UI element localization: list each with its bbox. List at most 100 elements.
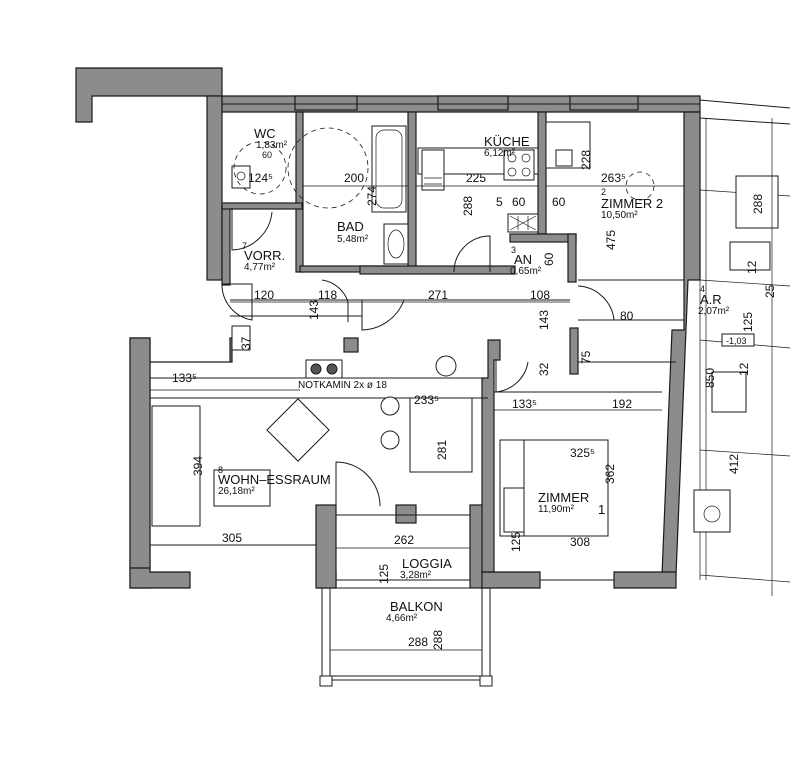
dim-flur-d: 108 xyxy=(530,288,550,302)
dim-flur-e: 143 xyxy=(537,310,551,330)
coffee-table-icon xyxy=(266,398,330,462)
dim-vorr-a: 143 xyxy=(307,300,321,320)
room-zimmer2-label: ZIMMER 2 xyxy=(601,196,663,211)
dim-zimmer2-side: 228 xyxy=(579,150,593,170)
dim-loggia-a: 262 xyxy=(394,533,414,547)
wall-wc-vorr xyxy=(221,202,303,210)
room-labels: WC 1,83m² KÜCHE 6,12m² 2 ZIMMER 2 10,50m… xyxy=(218,126,755,624)
dim-kueche-a: 5 xyxy=(496,195,503,209)
room-ar-label: A.R xyxy=(700,292,722,307)
wall-loggia-center xyxy=(395,504,417,524)
dim-wc-width: 124⁵ xyxy=(248,171,273,185)
room-zimmer1-area: 11,90m² xyxy=(538,504,575,515)
wall-an-zimmer2 xyxy=(509,233,577,243)
wall-top-seg1 xyxy=(294,95,358,111)
wall-wohn-bottom-right-2 xyxy=(315,504,337,589)
dim-kueche-b: 60 xyxy=(512,195,526,209)
wall-left-upper xyxy=(206,95,223,281)
wall-kamin xyxy=(343,337,359,353)
bathtub-icon xyxy=(371,125,407,213)
dim-kueche-width: 225 xyxy=(466,171,486,185)
dining-table-icon xyxy=(409,397,473,473)
dim-vorr-b: 37 xyxy=(239,336,253,350)
room-vorr-number: 7 xyxy=(242,241,247,251)
dim-loggia-b: 125 xyxy=(377,564,391,584)
room-wohn-number: 8 xyxy=(218,465,223,475)
room-wc-area: 1,83m² xyxy=(256,140,288,151)
room-wohn-area: 26,18m² xyxy=(218,486,255,497)
wall-bad-kueche xyxy=(407,111,417,273)
fixtures xyxy=(151,121,655,537)
room-loggia-area: 3,28m² xyxy=(400,570,432,581)
dim-z1-f: 308 xyxy=(570,535,590,549)
wc-door-swing-icon xyxy=(233,141,287,195)
dim-z1-c: 192 xyxy=(612,397,632,411)
dim-wohn-d: 281 xyxy=(435,440,449,460)
dim-kueche-c: 60 xyxy=(552,195,566,209)
wall-top-seg3 xyxy=(569,95,639,111)
dim-bad-width: 200 xyxy=(344,171,364,185)
wall-wc-bad xyxy=(295,111,304,273)
dim-ar-b: 12 xyxy=(745,260,759,274)
room-zimmer2-number: 2 xyxy=(601,187,606,197)
wall-left-lower xyxy=(129,337,151,589)
wall-vorr-left xyxy=(221,206,231,286)
wall-kueche-zimmer2 xyxy=(537,111,547,235)
dim-z1-g: 125 xyxy=(509,532,523,552)
room-an-label: AN xyxy=(514,252,532,267)
dim-kueche-height: 288 xyxy=(461,196,475,216)
dim-zimmer2-width: 263⁵ xyxy=(601,171,626,185)
dim-balkon-b: 288 xyxy=(431,630,445,650)
notkamin-label: NOTKAMIN 2x ø 18 xyxy=(298,380,387,391)
dim-ar-c: 25 xyxy=(763,284,777,298)
balcony xyxy=(319,587,493,687)
wohn-door-swing-icon xyxy=(335,461,381,507)
dim-flur-c: 271 xyxy=(428,288,448,302)
dim-flur-a: 120 xyxy=(254,288,274,302)
wc-toilet-icon xyxy=(231,165,251,189)
dimensions: 124⁵ 60 200 274 225 288 5 60 60 263⁵ 475… xyxy=(172,150,777,650)
room-zimmer1-label: ZIMMER xyxy=(538,490,589,505)
room-zimmer2-area: 10,50m² xyxy=(601,210,638,221)
dim-z1-e: 362 xyxy=(603,464,617,484)
level-marker: -1,03 xyxy=(726,336,747,346)
entry-door-icon xyxy=(221,283,253,321)
room-ar-area: 2,07m² xyxy=(698,306,730,317)
dim-wohn-c: 394 xyxy=(191,456,205,476)
dim-zimmer2-height: 475 xyxy=(604,230,618,250)
dim-an-side: 60 xyxy=(542,252,556,266)
dimension-lines xyxy=(150,185,684,651)
dim-wohn-b: 233⁵ xyxy=(414,393,439,407)
dim-bad-height: 274 xyxy=(365,186,379,206)
dim-wohn-a: 133⁵ xyxy=(172,371,197,385)
wall-flur-top xyxy=(359,265,516,275)
dim-right-c: 12 xyxy=(737,362,751,376)
dim-z1-a: 32 xyxy=(537,362,551,376)
wall-an-right xyxy=(567,233,577,283)
window-lines xyxy=(150,99,791,581)
room-loggia-label: LOGGIA xyxy=(402,556,452,571)
wall-bottom-right xyxy=(613,571,677,589)
room-bad-area: 5,48m² xyxy=(337,234,369,245)
wall-wohn-bottom xyxy=(129,567,191,589)
sofa-icon xyxy=(151,405,201,527)
wall-ar-left xyxy=(569,327,579,375)
dim-flur-b: 118 xyxy=(318,288,337,302)
room-kueche-area: 6,12m² xyxy=(484,148,516,159)
zimmer2-desk-icon xyxy=(545,121,591,169)
room-ar-number: 4 xyxy=(700,284,705,294)
room-wc-label: WC xyxy=(254,126,276,141)
dim-right-b: 412 xyxy=(727,454,741,474)
neighbour-unit xyxy=(693,112,791,596)
wall-top-left-stub xyxy=(75,67,223,123)
room-kueche-label: KÜCHE xyxy=(484,134,530,149)
room-an-area: 0,65m² xyxy=(510,266,542,277)
dim-right-a: 850 xyxy=(703,368,717,388)
room-balkon-label: BALKON xyxy=(390,599,443,614)
room-vorr-area: 4,77m² xyxy=(244,262,276,273)
room-bad-label: BAD xyxy=(337,219,364,234)
armchair-icon xyxy=(213,469,271,507)
wall-wohn-zimmer1 xyxy=(481,339,501,573)
room-an-number: 3 xyxy=(511,245,516,255)
